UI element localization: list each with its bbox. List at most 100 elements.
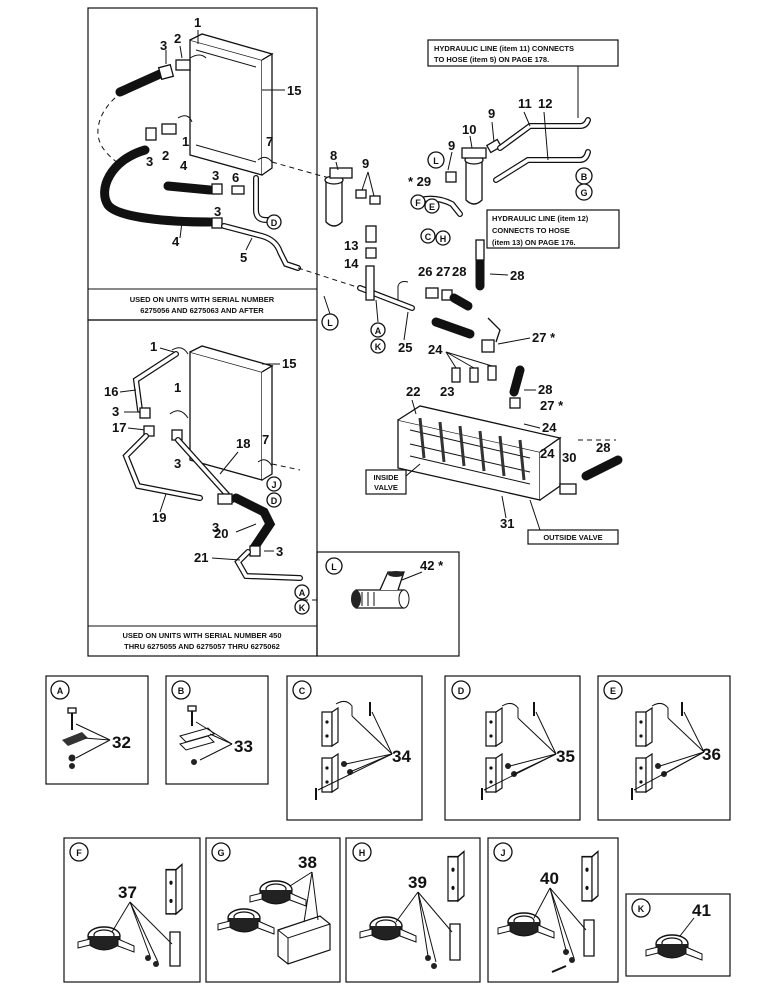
callout-1-d: 1 (174, 380, 181, 395)
callout-29: * 29 (408, 174, 431, 189)
callout-4-a: 4 (180, 158, 188, 173)
callout-18: 18 (236, 436, 250, 451)
callout-13: 13 (344, 238, 358, 253)
callout-16: 16 (104, 384, 118, 399)
detail-L-letter: L (331, 562, 337, 572)
callout-14: 14 (344, 256, 359, 271)
detail-D-part: 35 (556, 747, 575, 766)
callout-28-c: 28 (538, 382, 552, 397)
letter-H: H (440, 234, 447, 244)
detail-K-part: 41 (692, 901, 711, 920)
letter-G-top: G (580, 188, 587, 198)
detail-L-frame (316, 551, 460, 657)
callout-28-b: 28 (510, 268, 524, 283)
detail-A-part: 32 (112, 733, 131, 752)
callout-27: 27 (436, 264, 450, 279)
top-caption-line1: USED ON UNITS WITH SERIAL NUMBER (130, 295, 275, 304)
callout-1-b: 1 (182, 134, 189, 149)
callout-28-d: 28 (596, 440, 610, 455)
inside-valve-line1: INSIDE (373, 473, 398, 482)
callout-1-a: 1 (194, 15, 201, 30)
detail-A-letter: A (57, 686, 64, 696)
detail-F-frame (63, 837, 201, 983)
detail-E-frame (597, 675, 731, 821)
hose-4-straight (163, 181, 215, 195)
callout-7-top: 7 (266, 134, 273, 149)
callout-12: 12 (538, 96, 552, 111)
detail-G-frame (205, 837, 341, 983)
callout-5: 5 (240, 250, 247, 265)
detail-E-part: 36 (702, 745, 721, 764)
callout-23: 23 (440, 384, 454, 399)
detail-B-part: 33 (234, 737, 253, 756)
callout-42: 42 * (420, 558, 444, 573)
hydraulic-line-12 (493, 149, 591, 183)
detail-B-frame (165, 675, 269, 785)
callout-3-e: 3 (112, 404, 119, 419)
bottom-variant-frame (87, 319, 318, 657)
letter-L-top: L (433, 156, 439, 166)
callout-24-a: 24 (428, 342, 443, 357)
callout-10: 10 (462, 122, 476, 137)
hydraulic-line-11 (497, 117, 591, 151)
detail-J-letter: J (500, 848, 505, 858)
bottom-caption-line2: THRU 6275055 AND 6275057 THRU 6275062 (124, 642, 280, 651)
top-caption-line2: 6275056 AND 6275063 AND AFTER (140, 306, 264, 315)
inside-valve-line2: VALVE (374, 483, 398, 492)
control-valve-block (397, 405, 562, 501)
callout-1-c: 1 (150, 339, 157, 354)
outside-valve-label (527, 529, 619, 545)
note-12-line3: (item 13) ON PAGE 176. (492, 238, 576, 247)
detail-C-part: 34 (392, 747, 411, 766)
hose-20 (231, 493, 276, 553)
letter-A-bottom: A (299, 588, 306, 598)
detail-G-part: 38 (298, 853, 317, 872)
callout-15-bottom: 15 (282, 356, 296, 371)
callout-3-f: 3 (174, 456, 181, 471)
callout-9-left: 9 (362, 156, 369, 171)
callout-4-b: 4 (172, 234, 180, 249)
detail-C-letter: C (299, 686, 306, 696)
outside-valve-text: OUTSIDE VALVE (543, 533, 602, 542)
letter-B-top: B (581, 172, 588, 182)
detail-J-part: 40 (540, 869, 559, 888)
callout-7-bottom: 7 (262, 432, 269, 447)
letter-K-center: K (375, 342, 382, 352)
note-line-12 (486, 209, 620, 249)
letter-D-top: D (271, 218, 278, 228)
callout-21: 21 (194, 550, 208, 565)
detail-F-letter: F (76, 848, 82, 858)
detail-H-letter: H (359, 848, 366, 858)
detail-K-letter: K (638, 904, 645, 914)
note-12-line1: HYDRAULIC LINE (item 12) (492, 214, 589, 223)
callout-17: 17 (112, 420, 126, 435)
callout-20: 20 (214, 526, 228, 541)
detail-B-letter: B (178, 686, 185, 696)
note-11-line2: TO HOSE (item 5) ON PAGE 178. (434, 55, 549, 64)
detail-H-part: 39 (408, 873, 427, 892)
callout-3-a: 3 (160, 38, 167, 53)
callout-15-top: 15 (287, 83, 301, 98)
tube-16 (132, 351, 179, 413)
detail-G-letter: G (217, 848, 224, 858)
hose-4-loop (100, 145, 215, 227)
inside-valve-label (365, 469, 407, 495)
detail-F-part: 37 (118, 883, 137, 902)
callout-3-c: 3 (212, 168, 219, 183)
detail-K-frame (625, 893, 731, 977)
oil-cooler-bottom (189, 345, 274, 481)
letter-C: C (425, 232, 432, 242)
callout-2-b: 2 (162, 148, 169, 163)
detail-A-frame (45, 675, 149, 785)
letter-A-center: A (375, 326, 382, 336)
callout-31: 31 (500, 516, 514, 531)
note-11-line1: HYDRAULIC LINE (item 11) CONNECTS (434, 44, 574, 53)
callout-25: 25 (398, 340, 412, 355)
callout-28-a: 28 (452, 264, 466, 279)
callout-3-g: 3 (212, 520, 219, 535)
bottom-caption-line1: USED ON UNITS WITH SERIAL NUMBER 450 (122, 631, 281, 640)
detail-J-frame (487, 837, 619, 983)
oil-cooler-top (189, 33, 274, 176)
detail-H-frame (345, 837, 481, 983)
callout-8: 8 (330, 148, 337, 163)
